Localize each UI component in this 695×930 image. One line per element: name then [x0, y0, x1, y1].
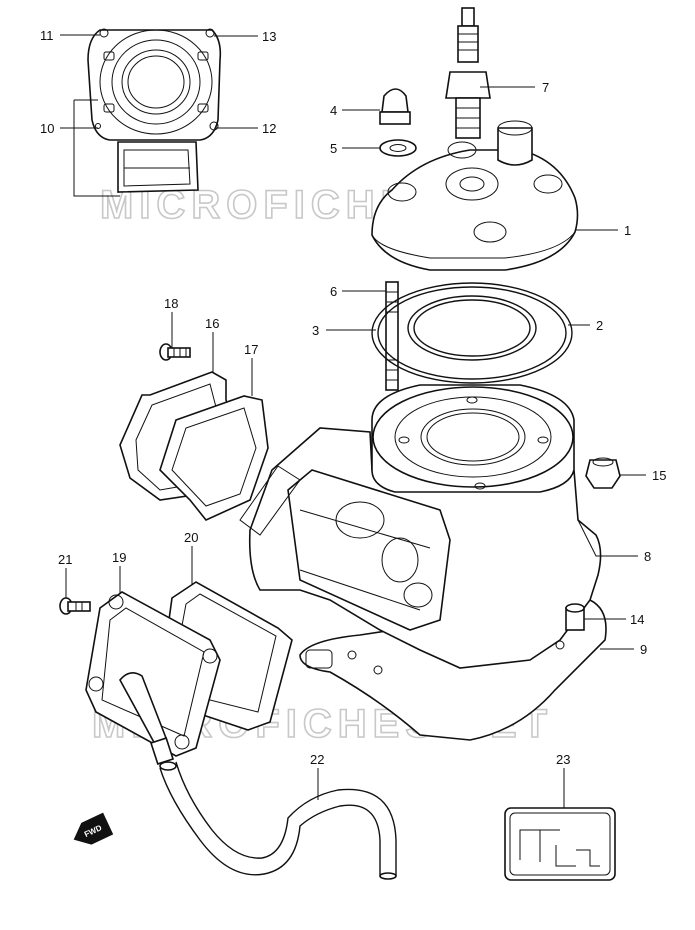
cylinder-head — [371, 120, 579, 271]
callout-9: 9 — [640, 642, 647, 657]
callout-5: 5 — [330, 141, 337, 156]
o-ring-small — [407, 295, 537, 361]
callout-8: 8 — [644, 549, 651, 564]
screw-left — [59, 597, 91, 615]
cylinder-block — [239, 384, 602, 669]
callout-20: 20 — [184, 530, 198, 545]
callout-16: 16 — [205, 316, 219, 331]
callout-19: 19 — [112, 550, 126, 565]
callout-2: 2 — [596, 318, 603, 333]
callout-3: 3 — [312, 323, 319, 338]
intake-cover — [85, 591, 221, 757]
screw-top — [159, 343, 191, 361]
callout-13: 13 — [262, 29, 276, 44]
callout-15: 15 — [652, 468, 666, 483]
callout-14: 14 — [630, 612, 644, 627]
callout-11: 11 — [40, 28, 54, 43]
stud-bolt — [385, 281, 399, 391]
leader-lines — [60, 34, 646, 808]
callout-17: 17 — [244, 342, 258, 357]
flange-nut — [585, 457, 621, 489]
breather-hose — [159, 767, 381, 876]
callout-22: 22 — [310, 752, 324, 767]
o-ring-large — [371, 282, 573, 384]
callout-6: 6 — [330, 284, 337, 299]
dowel-pin — [565, 603, 585, 631]
reed-gasket-inner — [159, 395, 269, 521]
inset-head-gasket — [87, 28, 222, 193]
washer — [379, 139, 417, 157]
callout-10: 10 — [40, 121, 54, 136]
callout-labels: 1 2 3 4 5 6 7 8 9 10 11 12 13 14 15 16 1… — [40, 28, 666, 767]
callout-4: 4 — [330, 103, 337, 118]
callout-7: 7 — [542, 80, 549, 95]
caution-label — [504, 807, 616, 881]
fwd-arrow-icon: FWD — [73, 812, 114, 845]
spark-plug — [445, 7, 491, 139]
callout-12: 12 — [262, 121, 276, 136]
cap-nut — [379, 88, 411, 125]
callout-23: 23 — [556, 752, 570, 767]
callout-1: 1 — [624, 223, 631, 238]
callout-18: 18 — [164, 296, 178, 311]
callout-21: 21 — [58, 552, 72, 567]
